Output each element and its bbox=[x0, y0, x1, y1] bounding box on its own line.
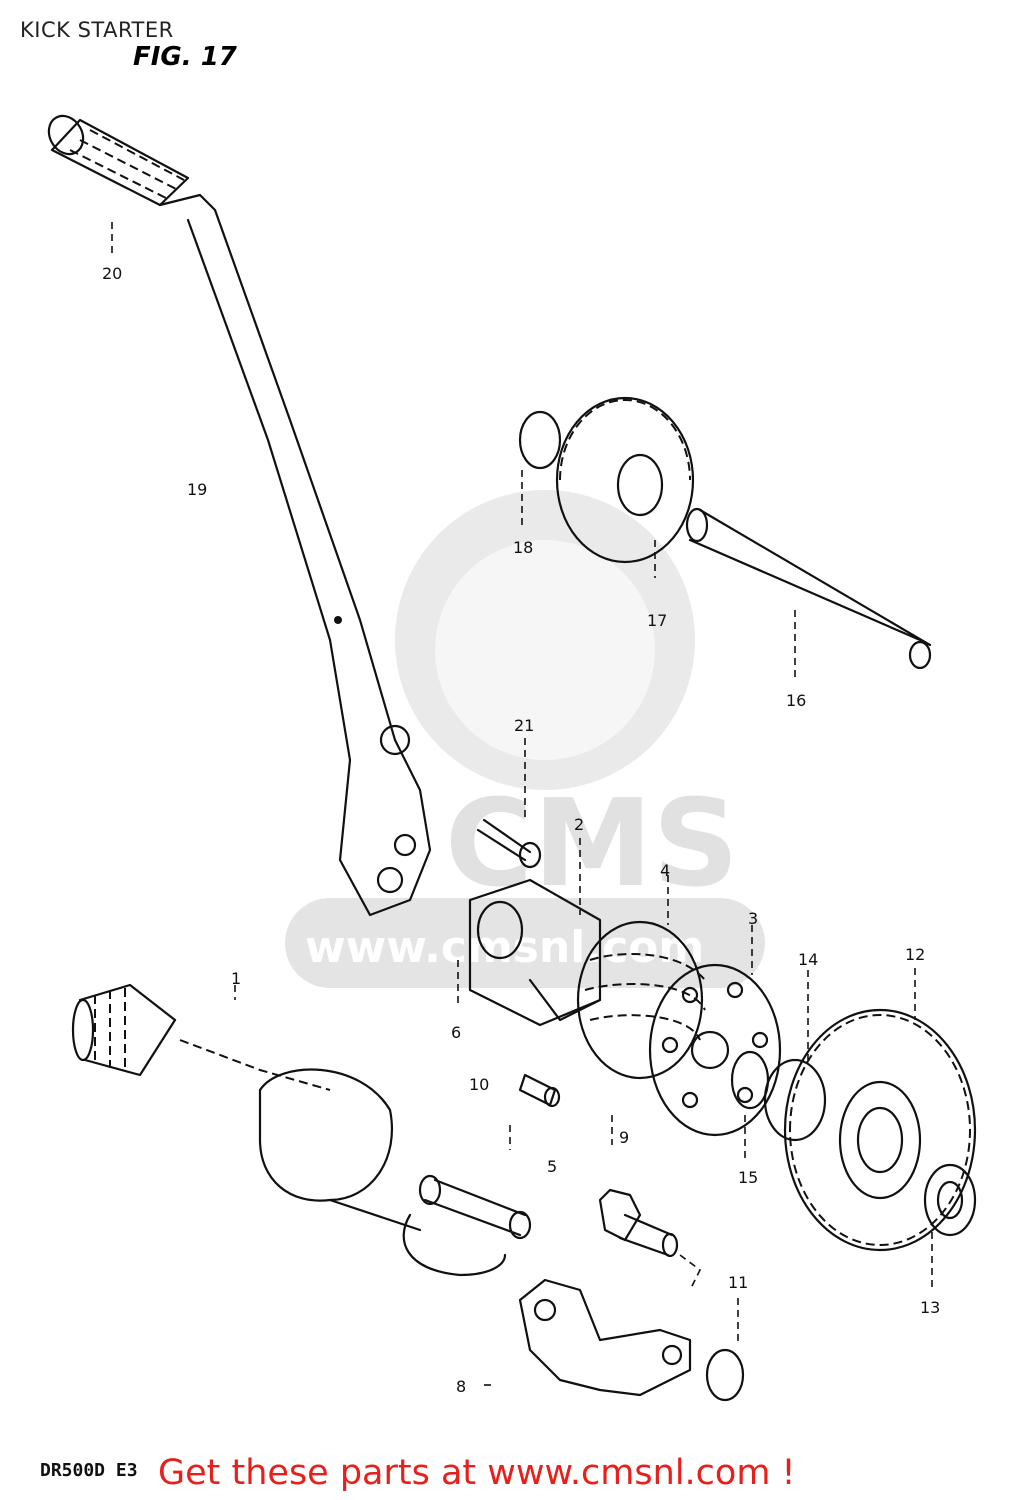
part-4-spring bbox=[576, 875, 706, 1080]
callout-2: 2 bbox=[574, 815, 584, 834]
part-17-gear bbox=[555, 396, 695, 578]
parts-cta-link[interactable]: Get these parts at www.cmsnl.com ! bbox=[158, 1453, 796, 1493]
watermark-url: www.cmsnl.com bbox=[305, 922, 704, 973]
callout-10: 10 bbox=[469, 1075, 489, 1094]
page-title: KICK STARTER bbox=[20, 18, 174, 42]
watermark-logo: CMS www.cmsnl.com bbox=[285, 490, 765, 988]
callout-17: 17 bbox=[647, 611, 667, 630]
callout-19: 19 bbox=[187, 480, 207, 499]
part-20-grip bbox=[47, 114, 190, 258]
part-12-idle-gear bbox=[783, 968, 977, 1252]
part-19-kick-lever bbox=[158, 193, 432, 917]
callout-9: 9 bbox=[619, 1128, 629, 1147]
callout-15: 15 bbox=[738, 1168, 758, 1187]
callout-20: 20 bbox=[102, 264, 122, 283]
part-14-washer bbox=[763, 970, 827, 1142]
part-8-stopper bbox=[484, 1278, 692, 1397]
part-18-circlip bbox=[518, 410, 562, 528]
callout-16: 16 bbox=[786, 691, 806, 710]
watermark-brand: CMS bbox=[445, 775, 739, 914]
callout-12: 12 bbox=[905, 945, 925, 964]
part-3-plate bbox=[648, 925, 782, 1137]
part-21-bolt bbox=[476, 738, 542, 869]
part-11-washer bbox=[679, 1254, 745, 1402]
callout-5: 5 bbox=[547, 1157, 557, 1176]
part-10-pin bbox=[518, 1073, 561, 1108]
callout-21: 21 bbox=[514, 716, 534, 735]
part-13-circlip bbox=[923, 1163, 977, 1288]
callout-8: 8 bbox=[456, 1377, 466, 1396]
part-2-6-guide bbox=[457, 838, 602, 1027]
callout-3: 3 bbox=[748, 909, 758, 928]
callout-14: 14 bbox=[798, 950, 818, 969]
callout-4: 4 bbox=[660, 861, 670, 880]
callout-11: 11 bbox=[728, 1273, 748, 1292]
callout-13: 13 bbox=[920, 1298, 940, 1317]
callout-labels: 1 2 3 4 5 6 8 9 10 11 12 13 14 15 16 17 … bbox=[102, 264, 940, 1396]
part-16-shaft bbox=[685, 507, 932, 680]
callout-1: 1 bbox=[231, 969, 241, 988]
part-9-bolt bbox=[598, 1115, 679, 1258]
figure-number: FIG. 17 bbox=[133, 42, 237, 72]
model-code: DR500D E3 bbox=[40, 1460, 138, 1481]
callout-18: 18 bbox=[513, 538, 533, 557]
callout-6: 6 bbox=[451, 1023, 461, 1042]
part-5-pin bbox=[402, 1125, 532, 1277]
part-1-kick-shaft bbox=[71, 983, 422, 1232]
